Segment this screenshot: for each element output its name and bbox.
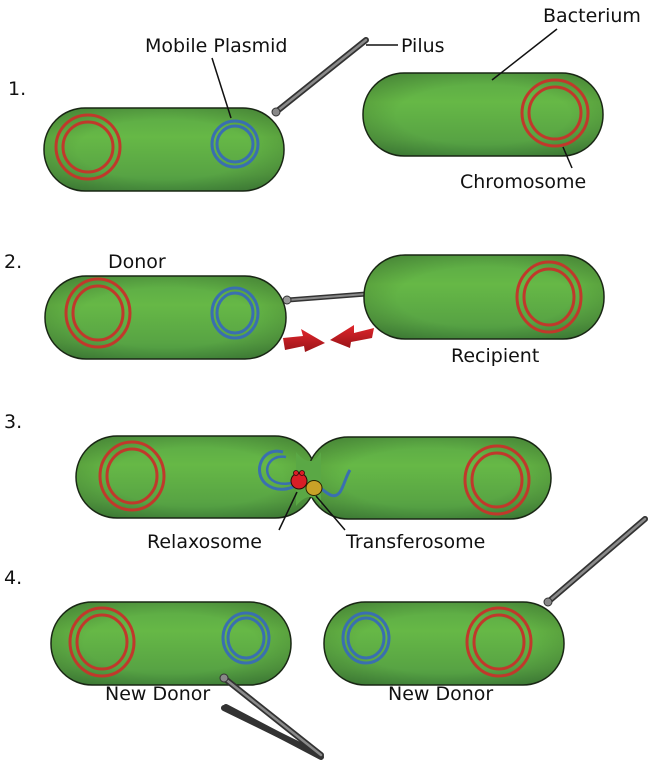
step-1: 1. Mobile Plasmi <box>8 5 641 193</box>
relaxosome-icon <box>290 470 308 490</box>
pilus <box>223 704 324 760</box>
arrow-right-icon <box>283 329 325 352</box>
step-number: 2. <box>4 251 22 273</box>
label-recipient: Recipient <box>451 345 539 367</box>
leader-line <box>491 28 558 81</box>
chromosome-icon <box>465 606 533 678</box>
step-number: 3. <box>4 411 22 433</box>
label-chromosome: Chromosome <box>460 171 586 193</box>
chromosome-icon <box>68 606 136 678</box>
step-4: 4. <box>4 516 648 760</box>
label-new-donor: New Donor <box>388 683 493 705</box>
step-number: 1. <box>8 78 26 100</box>
label-pilus: Pilus <box>401 35 445 57</box>
leader-line <box>315 495 346 531</box>
step-number: 4. <box>4 567 22 589</box>
plasmid-icon <box>221 611 271 665</box>
leader-line <box>278 491 298 531</box>
label-bacterium: Bacterium <box>543 5 641 27</box>
label-donor: Donor <box>108 251 166 273</box>
plasmid-icon <box>210 119 260 169</box>
leader-line <box>562 146 573 169</box>
bacterium-cell-new-donor <box>50 601 292 686</box>
label-new-donor: New Donor <box>105 683 210 705</box>
pilus <box>282 291 367 305</box>
bacterium-cell-recipient <box>363 254 605 340</box>
chromosome-icon <box>520 78 590 148</box>
label-relaxosome: Relaxosome <box>147 531 262 553</box>
pilus <box>271 37 369 117</box>
chromosome-icon <box>463 444 531 516</box>
plasmid-icon <box>210 286 260 340</box>
chromosome-icon <box>98 440 166 512</box>
chromosome-icon <box>64 277 132 349</box>
step-3: 3. <box>4 411 552 553</box>
plasmid-icon <box>341 611 391 665</box>
chromosome-icon <box>54 113 122 181</box>
leader-line <box>211 57 232 119</box>
label-transferosome: Transferosome <box>345 531 485 553</box>
arrow-left-icon <box>330 325 374 348</box>
bacterium-cell-donor <box>44 275 287 360</box>
transferosome-icon <box>305 480 323 496</box>
bacterium-cell-donor <box>75 435 317 519</box>
pilus <box>219 673 324 758</box>
label-mobile-plasmid: Mobile Plasmid <box>145 35 288 57</box>
step-2: 2. Donor <box>4 251 605 367</box>
pilus <box>543 516 648 607</box>
bacterium-cell-recipient <box>306 436 552 520</box>
chromosome-icon <box>515 260 583 334</box>
